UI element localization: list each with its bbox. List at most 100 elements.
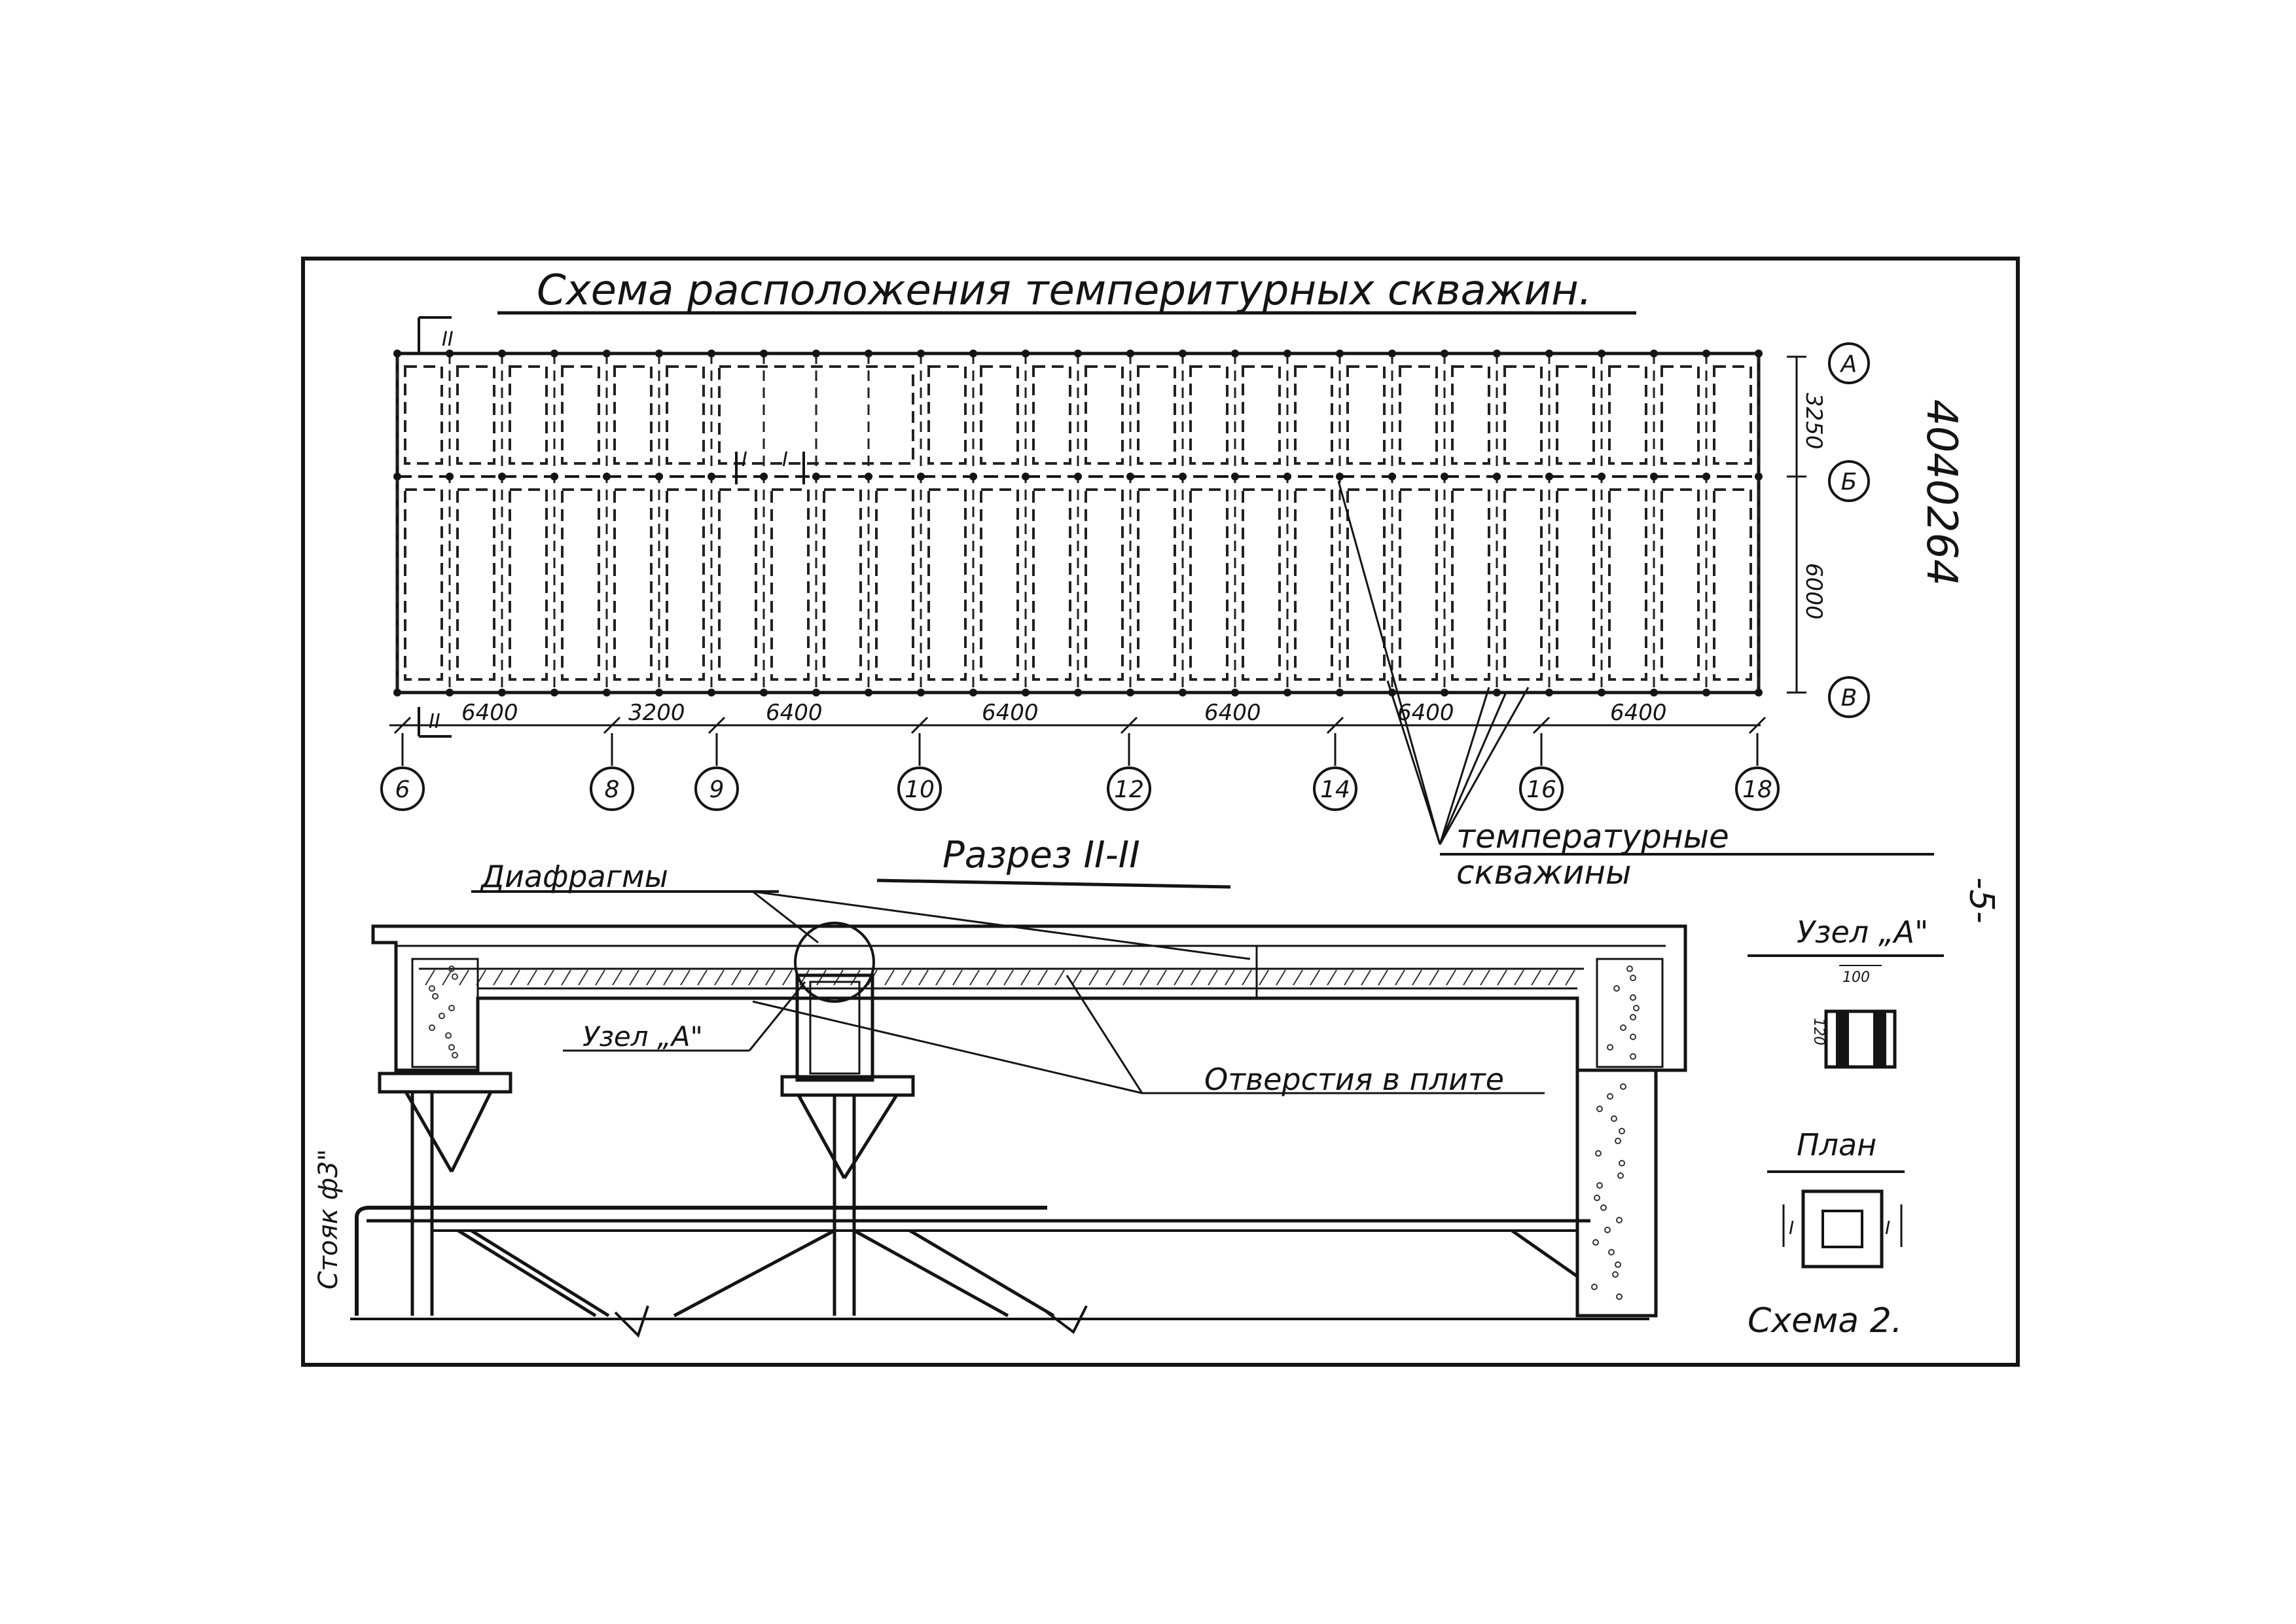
plan-well-point: [655, 689, 663, 696]
hatch-stroke: [459, 969, 469, 986]
concrete-dot: [1619, 1160, 1625, 1166]
row-dimension: 3250: [1801, 393, 1827, 450]
hatch-stroke: [884, 969, 895, 986]
dimension-tick: [1326, 716, 1344, 734]
column-dimension: 6400: [766, 700, 823, 726]
hatch-stroke: [1225, 969, 1235, 986]
concrete-dot: [445, 1032, 452, 1039]
hatch-stroke: [1020, 969, 1031, 986]
plan-plate: [509, 365, 548, 465]
hatch-stroke: [1429, 969, 1439, 986]
node-detail-wall: [1836, 1011, 1849, 1067]
plan-detail-inner: [1821, 1210, 1863, 1248]
concrete-dot: [1616, 1293, 1623, 1300]
plan-well-point: [917, 689, 925, 696]
plan-well-point: [708, 689, 715, 696]
concrete-dot: [1630, 994, 1636, 1001]
plan-well-point: [1545, 473, 1553, 480]
plan-well-point: [550, 473, 558, 480]
concrete-dot: [1607, 1044, 1613, 1051]
plan-well-point: [446, 689, 454, 696]
section-title-underline: [876, 878, 1231, 889]
plan-well-point: [760, 473, 768, 480]
plan-well-point: [603, 473, 611, 480]
plan-plate: [1451, 488, 1490, 681]
diaphragms-label: Диафрагмы: [480, 859, 668, 894]
plan-well-point: [1022, 473, 1030, 480]
hatch-stroke: [1276, 969, 1286, 986]
plan-plate: [561, 488, 600, 681]
temperature-wells-label: скважины: [1456, 854, 1632, 892]
plan-well-point: [1702, 473, 1710, 480]
column-axis: 10: [897, 733, 942, 811]
concrete-dot: [1630, 1014, 1636, 1020]
plan-well-point: [603, 689, 611, 696]
plan-well-point: [760, 350, 768, 357]
concrete-dot: [429, 1024, 435, 1031]
column-axis-label: 10: [905, 776, 935, 803]
plan-well-point: [1598, 473, 1605, 480]
column-dimension: 6400: [461, 700, 518, 726]
hatch-stroke: [663, 969, 673, 986]
plan-plate: [875, 488, 914, 681]
concrete-dot: [1604, 1227, 1611, 1233]
plan-well-point: [498, 473, 506, 480]
plan-plate: [1242, 365, 1281, 465]
column-dimension: 6400: [1397, 700, 1454, 726]
concrete-dot: [1600, 1204, 1607, 1211]
hatch-stroke: [680, 969, 691, 986]
concrete-dot: [452, 1052, 458, 1058]
hatch-stroke: [561, 969, 571, 986]
scheme-label: Схема 2.: [1748, 1301, 1902, 1341]
column-dimension: 3200: [628, 700, 685, 726]
plan-plate: [1713, 488, 1752, 681]
dimension-tick: [1532, 716, 1551, 734]
plan-well-point: [446, 350, 454, 357]
column-dimension: 6400: [1610, 700, 1667, 726]
hatch-stroke: [816, 969, 827, 986]
plan-outline: [395, 352, 1761, 695]
plan-well-point: [1702, 350, 1710, 357]
hatch-stroke: [1088, 969, 1099, 986]
plate-holes-leader: [1066, 975, 1143, 1094]
hatch-stroke: [1378, 969, 1388, 986]
hatch-stroke: [527, 969, 537, 986]
plan-plate: [1085, 365, 1124, 465]
plan-well-point: [812, 350, 820, 357]
plan-plate: [613, 365, 653, 465]
node-a-circle: [794, 922, 875, 1003]
node-detail-dim-side: 120: [1810, 1018, 1827, 1045]
plan-well-point: [1441, 350, 1448, 357]
plan-detail-outer: [1801, 1189, 1884, 1269]
hatch-stroke: [1548, 969, 1558, 986]
concrete-dot: [1591, 1284, 1598, 1290]
concrete-dot: [1607, 1093, 1613, 1100]
concrete-dot: [1596, 1182, 1603, 1189]
hatch-stroke: [1191, 969, 1201, 986]
plan-well-point: [1336, 689, 1344, 696]
plan-well-point: [655, 473, 663, 480]
hatch-stroke: [544, 969, 554, 986]
plan-well-point: [969, 350, 977, 357]
plan-plate: [1556, 365, 1595, 465]
hatch-stroke: [1446, 969, 1456, 986]
hatch-stroke: [646, 969, 656, 986]
hatch-stroke: [918, 969, 929, 986]
plan-plate: [718, 488, 757, 681]
plan-detail-mark-label: I: [1885, 1217, 1890, 1238]
hatch-stroke: [833, 969, 844, 986]
concrete-dot: [1611, 1115, 1617, 1122]
dimension-tick: [1748, 716, 1767, 734]
hatch-stroke: [935, 969, 946, 986]
plate-holes-label: Отверстия в плите: [1204, 1062, 1504, 1097]
dimension-tick: [393, 716, 412, 734]
plan-well-point: [1336, 473, 1344, 480]
concrete-dot: [1612, 1271, 1619, 1278]
concrete-dot: [439, 1013, 445, 1019]
plan-plate: [1556, 488, 1595, 681]
plan-detail: План I I: [1767, 1127, 1905, 1269]
plan-well-point: [550, 350, 558, 357]
concrete-dot: [1615, 1261, 1621, 1268]
concrete-dot: [448, 965, 455, 972]
hatch-stroke: [1139, 969, 1150, 986]
